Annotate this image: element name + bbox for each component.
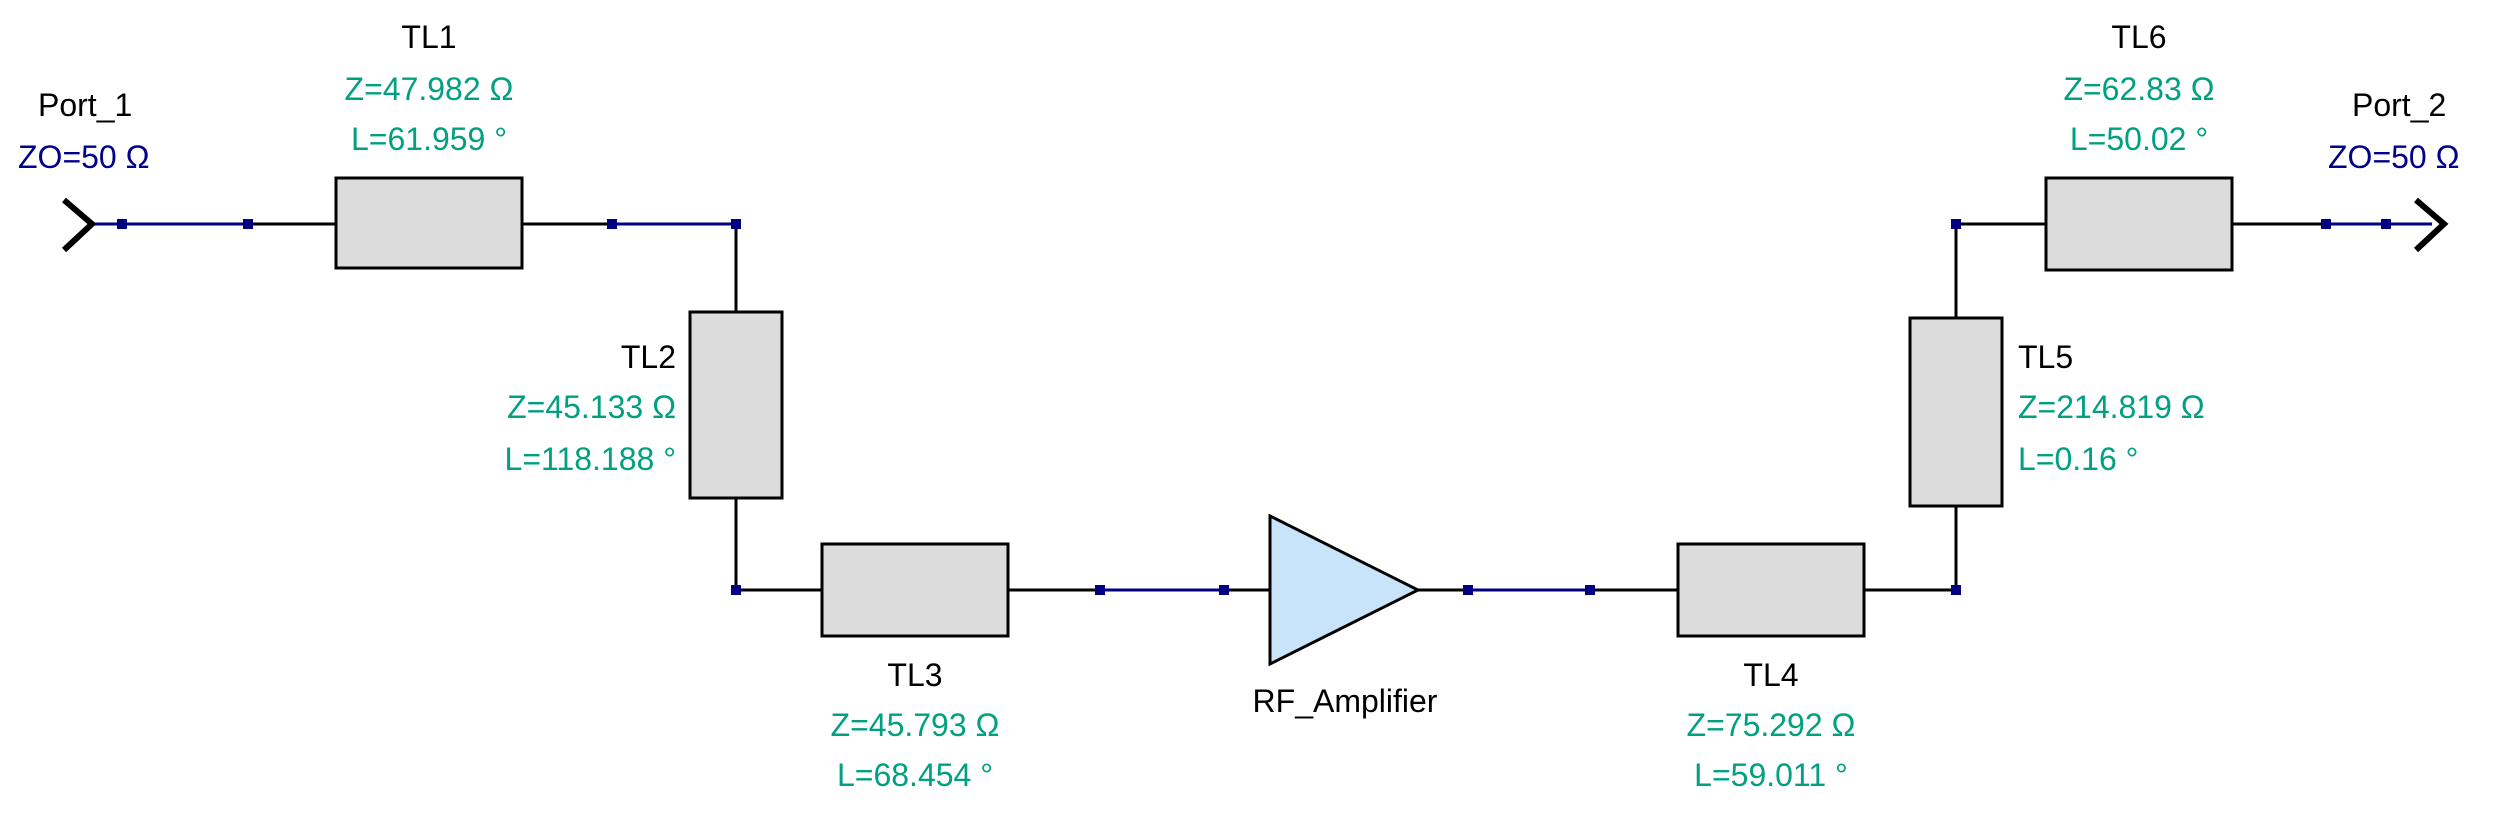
tl6-name: TL6: [2111, 19, 2166, 55]
node-markers: [117, 219, 2391, 595]
port-2-name: Port_2: [2352, 87, 2446, 123]
tl4-length: L=59.011 °: [1694, 757, 1848, 793]
port-arrow-icon: [61, 197, 97, 253]
tl4-name: TL4: [1743, 657, 1798, 693]
tl5-length: L=0.16 °: [2018, 441, 2138, 477]
node-marker[interactable]: [1463, 585, 1473, 595]
port-2-symbol[interactable]: [2413, 197, 2449, 253]
amplifier-name: RF_Amplifier: [1253, 683, 1438, 719]
port-1-impedance: ZO=50 Ω: [18, 139, 150, 175]
node-marker[interactable]: [731, 585, 741, 595]
port-2-impedance: ZO=50 Ω: [2328, 139, 2460, 175]
tl2-length: L=118.188 °: [505, 441, 676, 477]
tl3-impedance: Z=45.793 Ω: [831, 707, 1000, 743]
node-marker[interactable]: [2381, 219, 2391, 229]
tl5-impedance: Z=214.819 Ω: [2018, 389, 2205, 425]
node-marker[interactable]: [731, 219, 741, 229]
tl4-impedance: Z=75.292 Ω: [1687, 707, 1856, 743]
port-1-name: Port_1: [38, 87, 132, 123]
tl1-length: L=61.959 °: [351, 121, 507, 157]
tl4-box[interactable]: [1676, 542, 1866, 638]
node-marker[interactable]: [117, 219, 127, 229]
node-marker[interactable]: [1951, 219, 1961, 229]
port-1-symbol[interactable]: [61, 197, 97, 253]
tl3-box[interactable]: [820, 542, 1010, 638]
tl1-box[interactable]: [334, 176, 524, 270]
node-marker[interactable]: [1585, 585, 1595, 595]
tl2-name: TL2: [621, 339, 676, 375]
port-arrow-icon: [2413, 197, 2449, 253]
node-marker[interactable]: [607, 219, 617, 229]
amplifier-triangle-icon[interactable]: [1268, 513, 1422, 667]
tl2-impedance: Z=45.133 Ω: [507, 389, 676, 425]
tl1-impedance: Z=47.982 Ω: [345, 71, 514, 107]
tl1-name: TL1: [401, 19, 456, 55]
tl3-name: TL3: [887, 657, 942, 693]
tl5-name: TL5: [2018, 339, 2073, 375]
node-marker[interactable]: [243, 219, 253, 229]
node-marker[interactable]: [1951, 585, 1961, 595]
node-marker[interactable]: [1095, 585, 1105, 595]
tl6-length: L=50.02 °: [2070, 121, 2208, 157]
tl2-box[interactable]: [688, 310, 784, 500]
tl3-length: L=68.454 °: [837, 757, 993, 793]
tl5-box[interactable]: [1908, 316, 2004, 508]
tl6-box[interactable]: [2044, 176, 2234, 272]
wires: [95, 222, 2432, 592]
node-marker[interactable]: [2321, 219, 2331, 229]
tl6-impedance: Z=62.83 Ω: [2063, 71, 2214, 107]
node-marker[interactable]: [1219, 585, 1229, 595]
